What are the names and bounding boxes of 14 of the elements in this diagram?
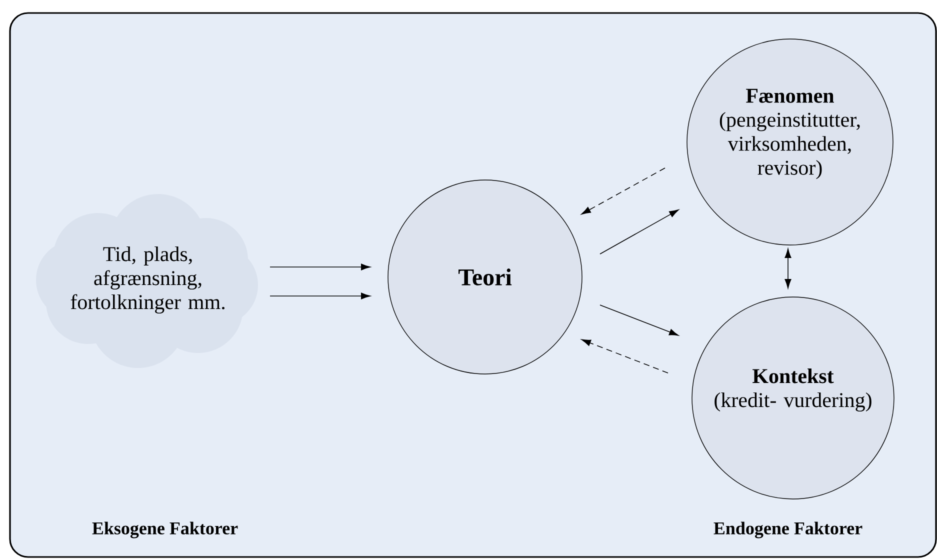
arrow — [600, 304, 679, 336]
arrow — [581, 339, 668, 374]
section-label: Endogene Faktorer — [714, 522, 862, 538]
node-label: fortolkninger mm. — [70, 294, 224, 314]
section-label: Eksogene Faktorer — [92, 522, 238, 538]
arrow — [270, 264, 370, 270]
circle-node: Kontekst (kredit- vurdering) — [692, 296, 894, 500]
arrow — [270, 292, 370, 300]
circle-node: Teori — [388, 180, 582, 374]
arrow — [600, 210, 679, 254]
circle-node: Fænomen (pengeinstitutter, virksomheden, revisor) — [686, 38, 894, 246]
arrow — [581, 168, 666, 214]
arrow — [784, 248, 792, 288]
node-label: Tid, plads, afgrænsning, — [94, 246, 202, 290]
